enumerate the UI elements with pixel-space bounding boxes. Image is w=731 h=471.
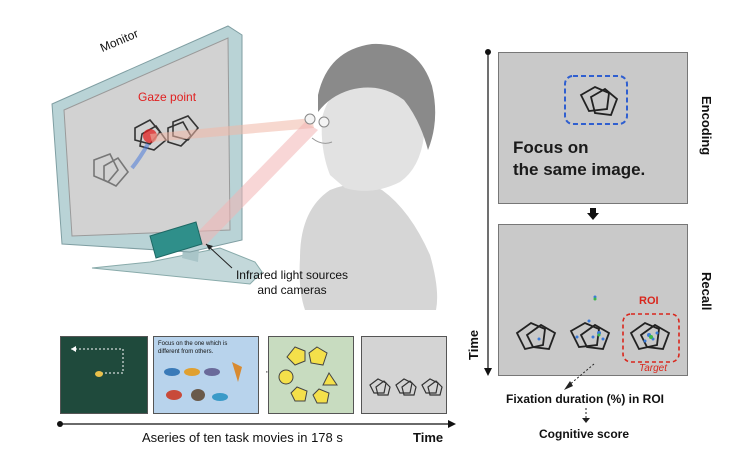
roi-label: ROI xyxy=(639,295,659,307)
infrared-label: Infrared light sources and cameras xyxy=(235,268,349,297)
thumb-2-instruction: Focus on the one which is different from… xyxy=(158,341,228,355)
eye-tracking-setup-illustration xyxy=(51,25,438,310)
task-thumb-2: Focus on the one which is different from… xyxy=(153,336,259,414)
timeline-axis xyxy=(57,420,456,428)
person-silhouette xyxy=(299,43,438,310)
encoding-target-box xyxy=(564,75,628,125)
encoding-side-label: Encoding xyxy=(699,96,714,156)
vertical-time-label: Time xyxy=(466,329,481,360)
target-to-fixation-arrow xyxy=(564,363,595,390)
infrared-camera-device xyxy=(149,221,203,259)
encoding-panel: Focus on the same image. xyxy=(498,52,688,204)
gaze-point-label: Gaze point xyxy=(138,90,197,104)
encoding-instruction: Focus on the same image. xyxy=(513,138,646,179)
cognitive-score-label: Cognitive score xyxy=(539,427,630,441)
gaze-beam-upper xyxy=(150,118,314,142)
task-thumb-3 xyxy=(268,336,354,414)
timeline-caption: Aseries of ten task movies in 178 s xyxy=(142,430,343,445)
recall-drawing xyxy=(515,295,680,363)
fixation-duration-label: Fixation duration (%) in ROI xyxy=(506,392,664,406)
fixation-to-score-arrow xyxy=(582,408,590,423)
thumb-4-pentagons xyxy=(369,378,443,396)
timeline-time-label: Time xyxy=(413,430,444,445)
panel-down-arrow xyxy=(587,208,599,220)
thumb-3-shapes xyxy=(278,346,338,404)
task-thumb-1 xyxy=(60,336,148,414)
recall-panel: ROI Target xyxy=(498,224,688,376)
thumb-1-drawing xyxy=(71,346,124,377)
gaze-beam-lower xyxy=(190,122,318,246)
task-thumb-4 xyxy=(361,336,447,414)
target-label: Target xyxy=(639,363,667,374)
recall-side-label: Recall xyxy=(699,272,714,311)
thumb-2-fish-grid xyxy=(164,362,242,401)
vertical-time-axis xyxy=(484,49,492,376)
